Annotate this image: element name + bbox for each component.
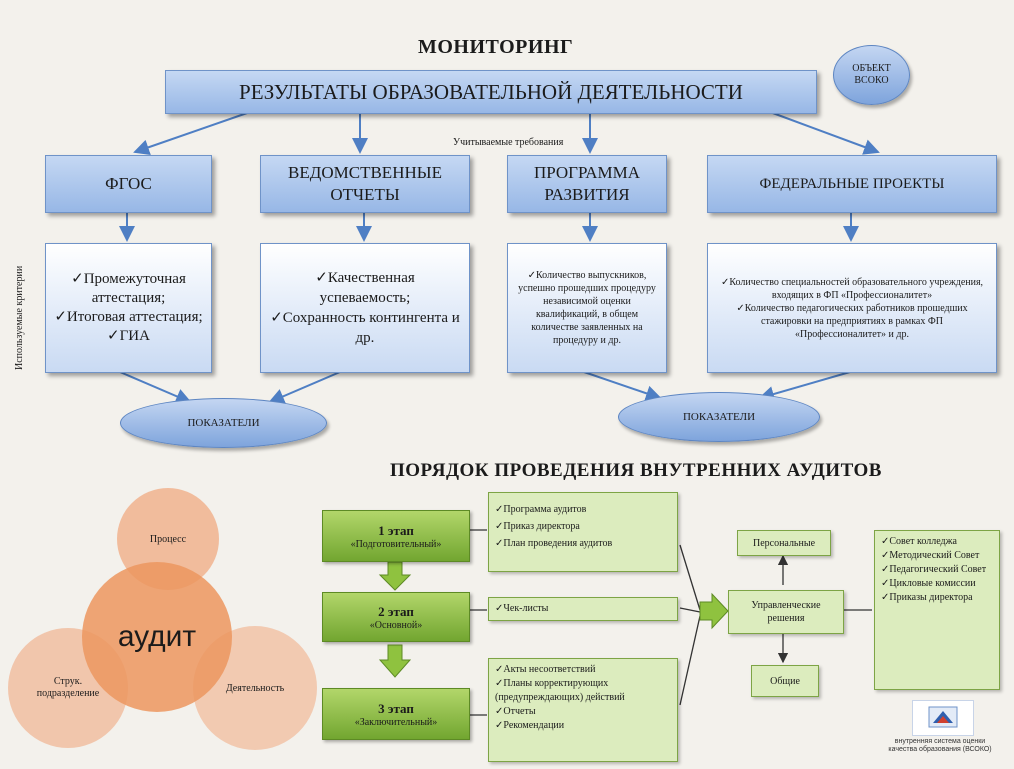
stage-2-box: 2 этап «Основной» (322, 592, 470, 642)
category-development-program-label: ПРОГРАММА РАЗВИТИЯ (533, 163, 641, 204)
category-fgos: ФГОС (45, 155, 212, 213)
criteria-label: Используемые критерии (14, 265, 25, 370)
criteria-development-program: Количество выпускников, успешно прошедши… (507, 243, 667, 373)
stage-3-name: 3 этап (378, 700, 414, 716)
stage-1-item: План проведения аудитов (495, 535, 677, 552)
criteria-federal-projects: Количество специальностей образовательно… (707, 243, 997, 373)
vsoko-logo-caption: внутренняя система оценки качества образ… (888, 738, 992, 753)
stage-3-item: Акты несоответствий (495, 663, 677, 677)
stage-1-item: Приказ директора (495, 518, 677, 535)
vsoko-logo (912, 700, 974, 736)
category-fgos-label: ФГОС (105, 174, 152, 193)
stage-3-item: Отчеты (495, 705, 677, 719)
venn-activity-label: Деятельность (225, 682, 285, 694)
stage-down-arrows (378, 561, 412, 678)
stage-2-sub: «Основной» (369, 619, 423, 631)
criteria-federal-item: Количество педагогических работников про… (716, 302, 988, 341)
stage-1-box: 1 этап «Подготовительный» (322, 510, 470, 562)
results-box-label: РЕЗУЛЬТАТЫ ОБРАЗОВАТЕЛЬНОЙ ДЕЯТЕЛЬНОСТИ (239, 79, 743, 104)
general-decisions-box: Общие (751, 665, 819, 697)
criteria-fgos-item: Промежуточная аттестация; (46, 270, 211, 308)
audits-title: ПОРЯДОК ПРОВЕДЕНИЯ ВНУТРЕННИХ АУДИТОВ (390, 460, 882, 481)
category-federal-projects: ФЕДЕРАЛЬНЫЕ ПРОЕКТЫ (707, 155, 997, 213)
results-box: РЕЗУЛЬТАТЫ ОБРАЗОВАТЕЛЬНОЙ ДЕЯТЕЛЬНОСТИ (165, 70, 817, 114)
criteria-departmental-reports: Качественная успеваемость; Сохранность к… (260, 243, 470, 373)
criteria-program-item: Количество выпускников, успешно прошедши… (514, 269, 660, 347)
governing-body-item: Приказы директора (881, 591, 995, 605)
top-arrows (119, 111, 880, 404)
criteria-fgos-item: ГИА (46, 327, 211, 346)
venn-audit-label: аудит (117, 620, 197, 653)
criteria-reports-item: Сохранность контингента и др. (269, 308, 461, 348)
personal-decisions-label: Персональные (752, 537, 816, 549)
criteria-reports-item: Качественная успеваемость; (269, 268, 461, 308)
audit-arrows (470, 529, 872, 716)
stage-3-box: 3 этап «Заключительный» (322, 688, 470, 740)
category-departmental-reports-label: ВЕДОМСТВЕННЫЕ ОТЧЕТЫ (288, 163, 442, 204)
stage-2-name: 2 этап (378, 603, 414, 619)
indicators-ellipse-right: ПОКАЗАТЕЛИ (618, 392, 820, 442)
stage-3-item: Рекомендации (495, 719, 677, 733)
governing-body-item: Методический Совет (881, 549, 995, 563)
stage-2-items: Чек-листы (488, 597, 678, 621)
indicators-left-label: ПОКАЗАТЕЛИ (187, 417, 260, 429)
requirements-label: Учитываемые требования (453, 137, 564, 148)
management-decisions-box: Управленческие решения (728, 590, 844, 634)
category-departmental-reports: ВЕДОМСТВЕННЫЕ ОТЧЕТЫ (260, 155, 470, 213)
decisions-block-arrow (699, 592, 729, 630)
stage-2-item: Чек-листы (495, 598, 677, 620)
stage-1-name: 1 этап (378, 522, 414, 538)
management-decisions-label: Управленческие решения (751, 600, 821, 624)
indicators-ellipse-left: ПОКАЗАТЕЛИ (120, 398, 327, 448)
monitoring-title: МОНИТОРИНГ (418, 36, 574, 58)
venn-process-label: Процесс (149, 533, 187, 545)
object-ellipse-label: ОБЪЕКТ ВСОКО (852, 63, 891, 86)
category-federal-projects-label: ФЕДЕРАЛЬНЫЕ ПРОЕКТЫ (759, 175, 945, 192)
governing-bodies-box: Совет колледжа Методический Совет Педаго… (874, 530, 1000, 690)
criteria-fgos-item: Итоговая аттестация; (46, 308, 211, 327)
general-decisions-label: Общие (770, 675, 800, 687)
category-development-program: ПРОГРАММА РАЗВИТИЯ (507, 155, 667, 213)
criteria-fgos: Промежуточная аттестация; Итоговая аттес… (45, 243, 212, 373)
stage-3-item: Планы корректирующих (предупреждающих) д… (495, 677, 677, 705)
venn-audit-circle: аудит (82, 562, 232, 712)
indicators-right-label: ПОКАЗАТЕЛИ (682, 411, 756, 423)
governing-body-item: Совет колледжа (881, 535, 995, 549)
stage-1-item: Программа аудитов (495, 501, 677, 518)
venn-unit-label: Струк. подразделение (36, 676, 100, 699)
stage-1-items: Программа аудитов Приказ директора План … (488, 492, 678, 572)
personal-decisions-box: Персональные (737, 530, 831, 556)
governing-body-item: Цикловые комиссии (881, 577, 995, 591)
object-ellipse: ОБЪЕКТ ВСОКО (833, 45, 910, 105)
stage-1-sub: «Подготовительный» (350, 538, 442, 550)
vsoko-logo-icon (928, 706, 958, 728)
criteria-federal-item: Количество специальностей образовательно… (716, 276, 988, 302)
stage-3-sub: «Заключительный» (354, 716, 438, 728)
stage-3-items: Акты несоответствий Планы корректирующих… (488, 658, 678, 762)
governing-body-item: Педагогический Совет (881, 563, 995, 577)
